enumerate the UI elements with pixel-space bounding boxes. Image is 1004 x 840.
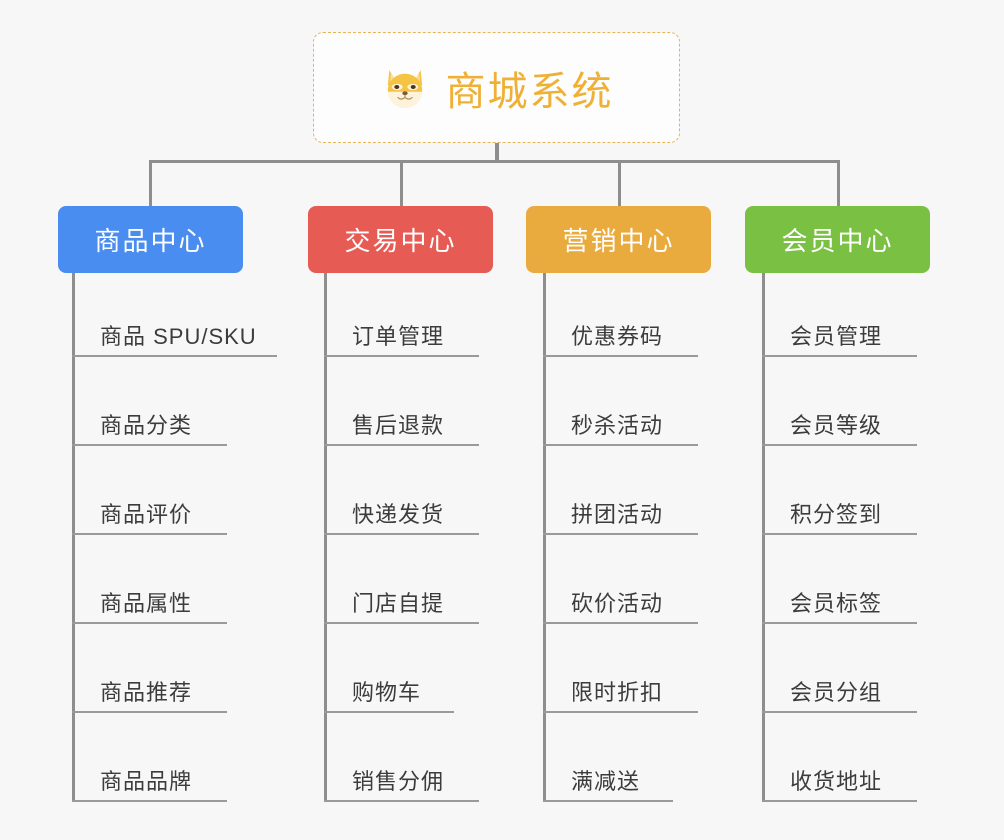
- leaf-rule: [543, 444, 698, 446]
- leaf-rule: [543, 622, 698, 624]
- leaf-label: 商品 SPU/SKU: [100, 324, 257, 349]
- category-label-1: 交易中心: [344, 226, 457, 256]
- leaf-label: 商品推荐: [100, 680, 193, 705]
- leaf-rule: [324, 622, 479, 624]
- leaf-label: 会员等级: [790, 413, 883, 438]
- branch-spine-1: [324, 273, 327, 801]
- horizontal-bus-connector: [150, 160, 840, 163]
- leaf-rule: [324, 444, 479, 446]
- root-title: 商城系统: [445, 69, 614, 114]
- leaf-label: 积分签到: [790, 502, 883, 527]
- leaf-rule: [72, 800, 227, 802]
- leaf-label: 砍价活动: [571, 591, 664, 616]
- leaf-label: 会员标签: [790, 591, 883, 616]
- leaf-label: 收货地址: [790, 769, 883, 794]
- leaf-label: 商品品牌: [100, 769, 193, 794]
- category-label-2: 营销中心: [562, 226, 675, 256]
- leaf-label: 满减送: [571, 769, 641, 794]
- branch-spine-0: [72, 273, 75, 801]
- leaf-label: 商品属性: [100, 591, 193, 616]
- leaf-label: 门店自提: [352, 591, 445, 616]
- leaf-rule: [762, 800, 917, 802]
- leaf-rule: [762, 355, 917, 357]
- drop-connector-3: [618, 160, 621, 206]
- leaf-label: 拼团活动: [571, 502, 664, 527]
- leaf-rule: [72, 444, 227, 446]
- category-label-0: 商品中心: [94, 226, 207, 256]
- leaf-label: 优惠券码: [571, 324, 664, 349]
- leaf-rule: [72, 355, 277, 357]
- leaf-label: 限时折扣: [571, 680, 664, 705]
- drop-connector-1: [149, 160, 152, 206]
- shiba-dog-face-icon: [380, 62, 432, 114]
- category-box-0[interactable]: 商品中心: [58, 206, 243, 273]
- leaf-label: 秒杀活动: [571, 413, 664, 438]
- leaf-rule: [543, 800, 673, 802]
- leaf-rule: [543, 355, 698, 357]
- leaf-rule: [543, 711, 698, 713]
- root-stub-connector: [495, 143, 499, 163]
- category-box-2[interactable]: 营销中心: [526, 206, 711, 273]
- leaf-rule: [762, 444, 917, 446]
- leaf-rule: [762, 711, 917, 713]
- leaf-rule: [324, 355, 479, 357]
- leaf-rule: [72, 711, 227, 713]
- branch-spine-3: [762, 273, 765, 801]
- leaf-rule: [72, 533, 227, 535]
- leaf-label: 会员管理: [790, 324, 883, 349]
- leaf-label: 销售分佣: [352, 769, 445, 794]
- branch-spine-2: [543, 273, 546, 801]
- category-label-3: 会员中心: [781, 226, 894, 256]
- leaf-label: 购物车: [352, 680, 422, 705]
- leaf-rule: [324, 533, 479, 535]
- leaf-rule: [72, 622, 227, 624]
- leaf-label: 会员分组: [790, 680, 883, 705]
- leaf-label: 订单管理: [352, 324, 445, 349]
- leaf-rule: [543, 533, 698, 535]
- leaf-rule: [762, 622, 917, 624]
- leaf-label: 快递发货: [352, 502, 445, 527]
- leaf-rule: [324, 800, 479, 802]
- root-node[interactable]: 商城系统: [313, 32, 680, 143]
- leaf-rule: [324, 711, 454, 713]
- leaf-rule: [762, 533, 917, 535]
- category-box-1[interactable]: 交易中心: [308, 206, 493, 273]
- category-box-3[interactable]: 会员中心: [745, 206, 930, 273]
- drop-connector-2: [400, 160, 403, 206]
- leaf-label: 商品分类: [100, 413, 193, 438]
- drop-connector-4: [837, 160, 840, 206]
- leaf-label: 商品评价: [100, 502, 193, 527]
- leaf-label: 售后退款: [352, 413, 445, 438]
